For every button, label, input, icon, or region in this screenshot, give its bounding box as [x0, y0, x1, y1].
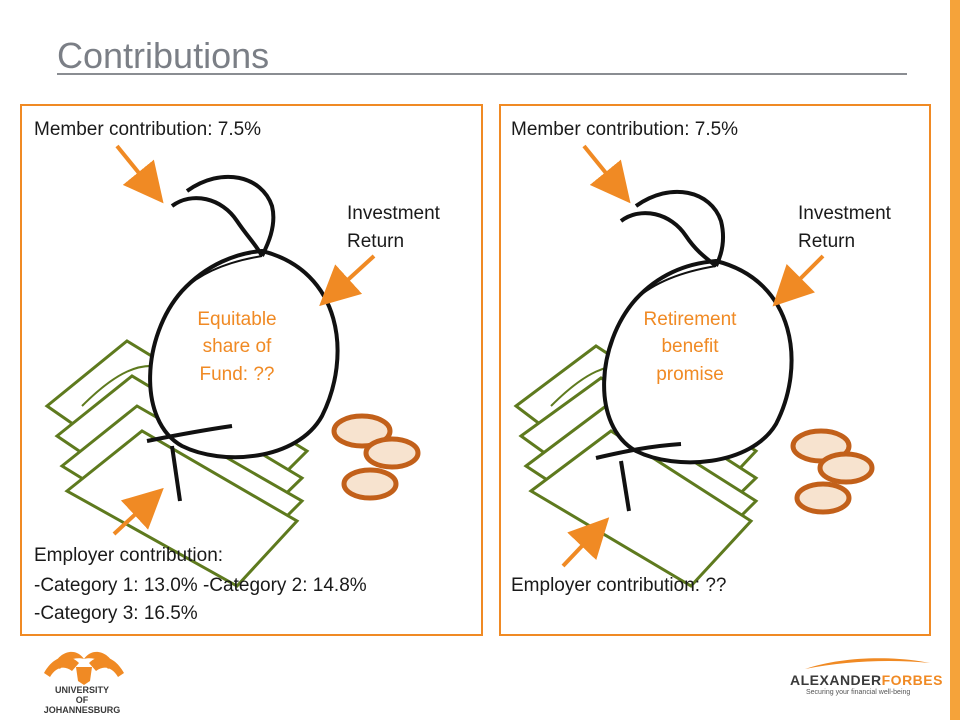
- investment-arrow: [772, 254, 825, 307]
- page-title: Contributions: [57, 35, 270, 76]
- money-bag-illustration-right: [513, 144, 875, 588]
- member-arrow: [115, 144, 164, 204]
- member-arrow: [582, 144, 631, 204]
- crest-icon: [44, 651, 124, 685]
- swoosh-icon: [805, 658, 930, 669]
- alexander-forbes-logo: ALEXANDERFORBES Securing your financial …: [790, 655, 943, 703]
- accent-stripe: [950, 0, 960, 720]
- center-label-line1: Equitable: [197, 309, 277, 330]
- title-underline: [57, 73, 907, 75]
- center-label-line3: promise: [656, 364, 724, 385]
- employer-arrow: [561, 517, 610, 568]
- forbes-text: FORBES: [881, 672, 943, 688]
- investment-return-label-line2: Return: [347, 231, 405, 252]
- employer-categories-line1: -Category 1: 13.0% -Category 2: 14.8%: [34, 575, 367, 596]
- center-label-line1: Retirement: [643, 309, 737, 330]
- member-contribution-label: Member contribution: 7.5%: [511, 119, 739, 140]
- university-line3: JOHANNESBURG: [43, 705, 121, 715]
- center-label-line3: Fund: ??: [199, 364, 275, 385]
- employer-arrow: [112, 487, 164, 536]
- money-bag-illustration: [44, 144, 421, 588]
- employer-contribution-label: Employer contribution: ??: [511, 575, 727, 596]
- investment-return-label-line2: Return: [798, 231, 856, 252]
- money-bag-icon: [595, 189, 794, 512]
- university-line1: UNIVERSITY: [54, 685, 109, 695]
- alexander-forbes-tagline: Securing your financial well-being: [806, 689, 911, 696]
- university-wordmark: UNIVERSITY OF JOHANNESBURG: [22, 685, 142, 715]
- banknotes-icon: [44, 339, 310, 588]
- investment-arrow: [319, 254, 376, 307]
- investment-return-label-line1: Investment: [798, 203, 891, 224]
- coins-icon: [331, 413, 421, 501]
- university-logo: [44, 651, 124, 685]
- employer-categories-line2: -Category 3: 16.5%: [34, 603, 198, 624]
- money-bag-icon: [146, 174, 340, 502]
- alexander-forbes-wordmark: ALEXANDERFORBES: [790, 672, 943, 688]
- university-line2: OF: [75, 695, 89, 705]
- left-panel: Member contribution: 7.5% Investment Ret…: [20, 104, 483, 636]
- member-contribution-label: Member contribution: 7.5%: [34, 119, 262, 140]
- employer-contribution-heading: Employer contribution:: [34, 545, 224, 566]
- alexander-text: ALEXANDER: [790, 672, 882, 688]
- center-label-line2: benefit: [661, 336, 719, 357]
- coins-icon: [790, 428, 875, 515]
- right-panel: Member contribution: 7.5% Investment Ret…: [499, 104, 931, 636]
- center-label-line2: share of: [202, 336, 272, 357]
- investment-return-label-line1: Investment: [347, 203, 440, 224]
